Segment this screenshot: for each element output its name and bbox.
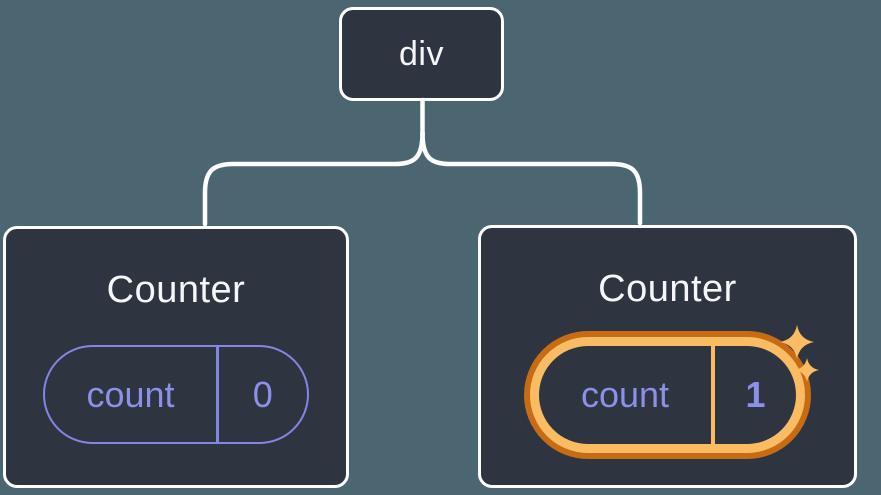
state-value-label: 1 xyxy=(745,374,766,415)
state-key-section: count xyxy=(45,347,216,442)
state-pill-inner: count 1 xyxy=(539,346,796,444)
pill-divider xyxy=(216,347,219,442)
state-pill-highlighted: count 1 xyxy=(524,331,811,459)
state-key-label: count xyxy=(580,374,670,415)
sparkles-group xyxy=(780,325,819,382)
component-title: Counter xyxy=(106,269,246,311)
state-value-section: 0 xyxy=(219,347,308,442)
state-key-section: count xyxy=(539,346,711,444)
state-pill: count 0 xyxy=(43,345,309,444)
root-node-label: div xyxy=(399,34,444,73)
state-value-section: 1 xyxy=(715,346,796,444)
connector-branch-right xyxy=(420,130,643,226)
sparkle-icon-large xyxy=(780,325,814,359)
root-node-div: div xyxy=(339,7,504,101)
state-key-label: count xyxy=(86,373,175,415)
counter-card-right: Counter count 1 xyxy=(478,225,857,488)
pill-divider xyxy=(711,346,715,444)
connector-branch-left xyxy=(202,130,425,227)
component-title: Counter xyxy=(598,268,737,310)
sparkle-icon-small xyxy=(795,358,819,382)
state-value-label: 0 xyxy=(252,373,273,415)
counter-card-left: Counter count 0 xyxy=(3,226,349,488)
